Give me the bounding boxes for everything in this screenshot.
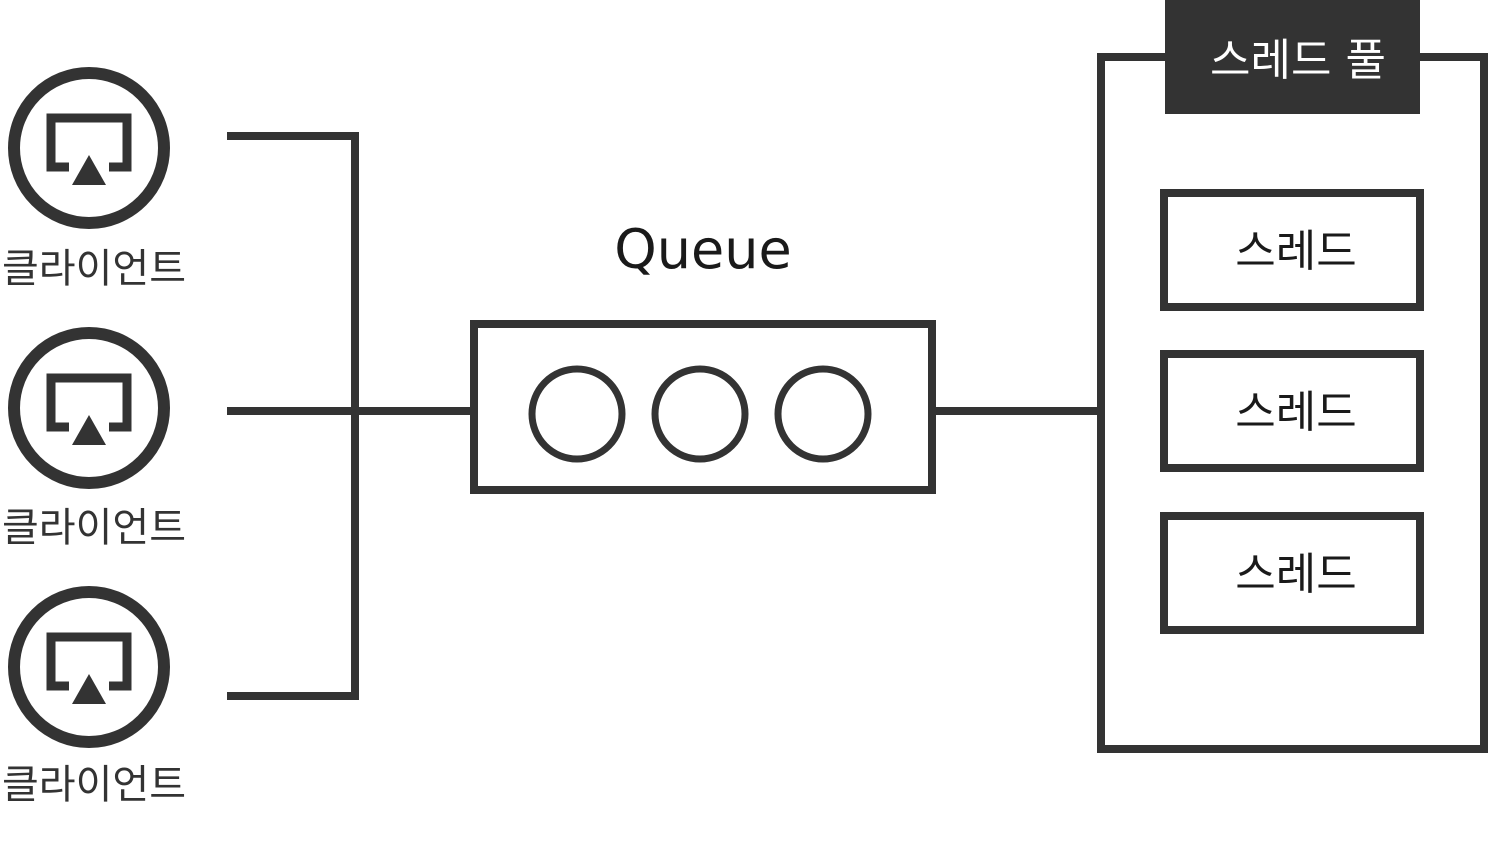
client-node: 클라이언트 xyxy=(2,67,186,292)
thread-label: 스레드 xyxy=(1235,226,1356,277)
thread-label: 스레드 xyxy=(1235,549,1356,600)
thread-pool-title: 스레드 풀 xyxy=(1210,35,1386,86)
thread-box: 스레드 xyxy=(1160,512,1424,634)
thread-pool: 스레드 풀 스레드 스레드 스레드 xyxy=(1097,0,1488,753)
thread-box: 스레드 xyxy=(1160,189,1424,311)
client-label: 클라이언트 xyxy=(2,762,186,808)
thread-pool-header xyxy=(1165,0,1420,114)
airplay-icon xyxy=(8,586,170,748)
thread-box: 스레드 xyxy=(1160,350,1424,472)
client-node: 클라이언트 xyxy=(2,586,186,808)
queue-item xyxy=(774,365,872,463)
client-connector xyxy=(227,132,474,700)
thread-label: 스레드 xyxy=(1235,387,1356,438)
queue-box xyxy=(470,320,936,494)
queue-item xyxy=(528,365,626,463)
airplay-icon xyxy=(8,327,170,489)
client-label: 클라이언트 xyxy=(2,505,186,551)
airplay-icon xyxy=(8,67,170,229)
client-node: 클라이언트 xyxy=(2,327,186,551)
queue-title: Queue xyxy=(614,218,791,281)
queue-item xyxy=(651,365,749,463)
client-label: 클라이언트 xyxy=(2,246,186,292)
